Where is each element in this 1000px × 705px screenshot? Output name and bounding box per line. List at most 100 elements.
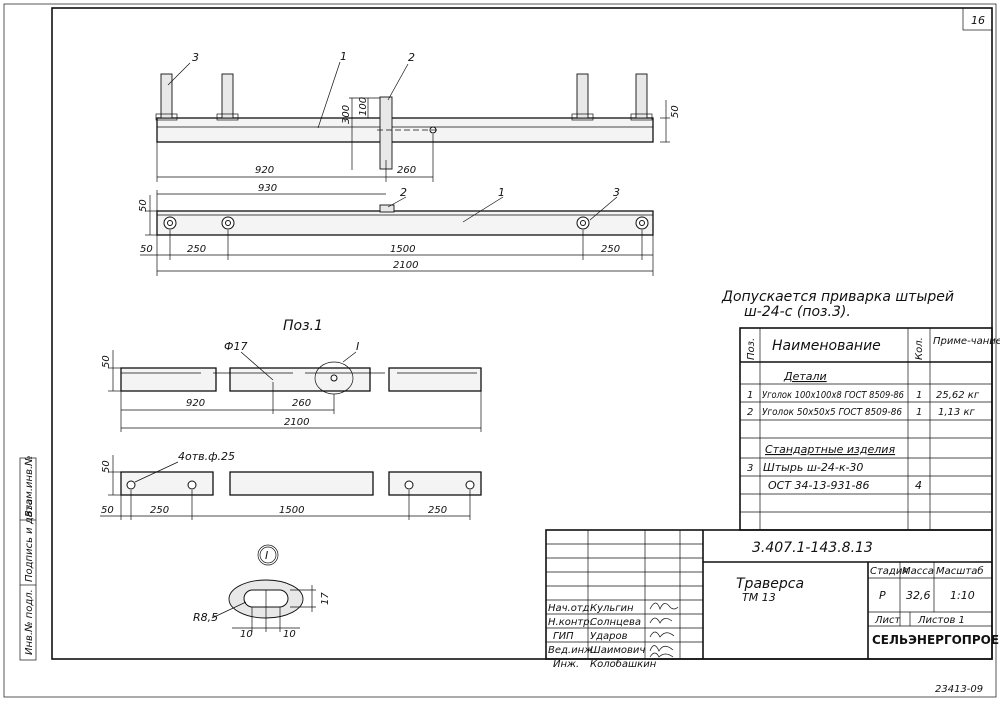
side-field-replace: Взам.инв.№ bbox=[24, 455, 35, 517]
dim-250-plan-left: 250 bbox=[187, 244, 206, 255]
callout-2-plan: 2 bbox=[400, 186, 407, 199]
dim-50-pos1plan-left: 50 bbox=[101, 505, 114, 516]
dim-10a-detail: 10 bbox=[240, 629, 253, 640]
stud-2 bbox=[216, 73, 239, 121]
holes-callout: 4отв.ф.25 bbox=[178, 450, 235, 463]
dim-260-pos1: 260 bbox=[292, 398, 311, 409]
dim-50-pos1: 50 bbox=[101, 355, 112, 368]
signature-3 bbox=[649, 631, 675, 638]
dim-50-plan-left: 50 bbox=[140, 244, 153, 255]
dim-50-pos1plan-side: 50 bbox=[101, 460, 112, 473]
stage-value: Р bbox=[879, 589, 886, 602]
spec-row2-note: 1,13 кг bbox=[938, 407, 975, 418]
spec-header-pos: Поз. bbox=[746, 338, 757, 360]
spec-header-name: Наименование bbox=[772, 338, 881, 354]
note-line-2: ш-24-с (поз.3). bbox=[744, 304, 851, 320]
scale-value: 1:10 bbox=[950, 589, 975, 602]
dim-50-plan-side: 50 bbox=[138, 199, 149, 212]
dim-300: 300 bbox=[341, 105, 352, 124]
signer-name-3: Ударов bbox=[590, 631, 628, 642]
title-block: 3.407.1-143.8.13 Траверса ТМ 13 Стадия М… bbox=[545, 529, 1000, 670]
organization: СЕЛЬЭНЕРГОПРОЕКТ bbox=[872, 633, 1000, 647]
spec-section-std: Стандартные изделия bbox=[765, 443, 895, 456]
stud-3 bbox=[571, 73, 594, 121]
detail-i-label: I bbox=[265, 549, 268, 562]
scale-label: Масштаб bbox=[936, 565, 984, 577]
detail-i-view: I R8,5 17 10 10 bbox=[193, 544, 331, 640]
callout-2-top: 2 bbox=[408, 51, 415, 64]
part1-elevation-view: Поз.1 I Ф17 50 920 260 2100 bbox=[101, 318, 482, 432]
signer-role-5: Инж. bbox=[553, 659, 579, 670]
dim-250-pos1plan-left: 250 bbox=[150, 505, 169, 516]
signer-name-2: Солнцева bbox=[590, 617, 641, 628]
dim-1500-pos1plan: 1500 bbox=[279, 505, 304, 516]
dim-17-detail: 17 bbox=[320, 592, 331, 605]
dim-2100-pos1: 2100 bbox=[284, 417, 309, 428]
assembly-elevation-view: 3 1 2 300 100 50 920 260 bbox=[155, 50, 681, 182]
mass-label: Масса bbox=[902, 566, 934, 577]
signature-4 bbox=[649, 645, 674, 652]
dim-250-pos1plan-right: 250 bbox=[428, 505, 447, 516]
spec-row2-name: Уголок 50х50х5 ГОСТ 8509-86 bbox=[762, 407, 902, 418]
sheets-label: Листов 1 bbox=[917, 615, 965, 626]
dim-250-plan-right: 250 bbox=[601, 244, 620, 255]
dim-930-plan: 930 bbox=[258, 183, 277, 194]
spec-section-parts: Детали bbox=[783, 370, 827, 383]
signature-2 bbox=[649, 617, 673, 624]
spec-row3-name: Штырь ш-24-к-30 bbox=[763, 461, 863, 474]
stage-label: Стадия bbox=[870, 566, 908, 577]
spec-row1-note: 25,62 кг bbox=[936, 390, 980, 401]
callout-3-plan: 3 bbox=[613, 186, 620, 199]
signer-role-1: Нач.отд. bbox=[548, 603, 593, 614]
signer-role-3: ГИП bbox=[553, 631, 574, 642]
pos1-title: Поз.1 bbox=[283, 318, 323, 334]
callout-1-plan: 1 bbox=[498, 186, 505, 199]
specification-table: Поз. Наименование Кол. Приме-чание Детал… bbox=[739, 327, 1000, 531]
dim-50-top: 50 bbox=[670, 105, 681, 118]
spec-row4-qty: 4 bbox=[915, 479, 922, 492]
spec-header-qty: Кол. bbox=[914, 337, 925, 360]
signature-1 bbox=[649, 602, 679, 611]
sheet-label: Лист bbox=[874, 615, 902, 626]
detail-i-callout: I bbox=[356, 340, 359, 353]
dim-100: 100 bbox=[358, 97, 369, 116]
side-field-inv: Инв.№ подл. bbox=[24, 589, 35, 655]
hole-phi17: Ф17 bbox=[224, 340, 247, 353]
small-angle-bracket bbox=[379, 96, 393, 170]
drawing-title-1: Траверса bbox=[736, 576, 804, 592]
dim-2100-plan: 2100 bbox=[393, 260, 418, 271]
callout-3-top: 3 bbox=[192, 51, 199, 64]
signer-role-2: Н.контр. bbox=[548, 617, 593, 628]
side-field-sign: Подпись и дата bbox=[24, 499, 35, 582]
drawing-title-2: ТМ 13 bbox=[742, 591, 776, 604]
signer-name-4: Шаимович bbox=[590, 645, 645, 656]
detail-radius: R8,5 bbox=[193, 611, 218, 624]
dim-260-top: 260 bbox=[397, 165, 416, 176]
spec-row4-name: ОСТ 34-13-931-86 bbox=[768, 479, 869, 492]
spec-row1-pos: 1 bbox=[747, 390, 753, 401]
part1-plan-view: 4отв.ф.25 50 50 250 1500 250 bbox=[100, 450, 482, 520]
archive-stamp: 23413-09 bbox=[935, 684, 983, 695]
signer-role-4: Вед.инж. bbox=[548, 645, 596, 656]
spec-row1-qty: 1 bbox=[916, 390, 922, 401]
dim-920-top: 920 bbox=[255, 165, 274, 176]
spec-row2-qty: 1 bbox=[916, 407, 922, 418]
side-strip: Инв.№ подл. Подпись и дата Взам.инв.№ bbox=[19, 455, 37, 661]
signature-5 bbox=[649, 652, 674, 658]
mass-value: 32,6 bbox=[906, 589, 931, 602]
spec-header-note: Приме-чание bbox=[933, 336, 1000, 347]
dim-1500-plan: 1500 bbox=[390, 244, 415, 255]
stud-4 bbox=[630, 73, 653, 121]
spec-row2-pos: 2 bbox=[747, 407, 753, 418]
stud-1 bbox=[155, 73, 178, 121]
spec-row3-pos: 3 bbox=[747, 463, 753, 474]
dim-10b-detail: 10 bbox=[283, 629, 296, 640]
dim-920-pos1: 920 bbox=[186, 398, 205, 409]
sheet-number: 16 bbox=[971, 14, 985, 27]
signer-name-1: Кульгин bbox=[590, 603, 634, 614]
assembly-plan-view: 2 1 3 930 50 50 250 1500 250 2100 bbox=[138, 183, 654, 276]
spec-row1-name: Уголок 100х100х8 ГОСТ 8509-86 bbox=[762, 390, 904, 401]
doc-code: 3.407.1-143.8.13 bbox=[752, 540, 873, 556]
signer-name-5: Колобашкин bbox=[590, 658, 657, 670]
